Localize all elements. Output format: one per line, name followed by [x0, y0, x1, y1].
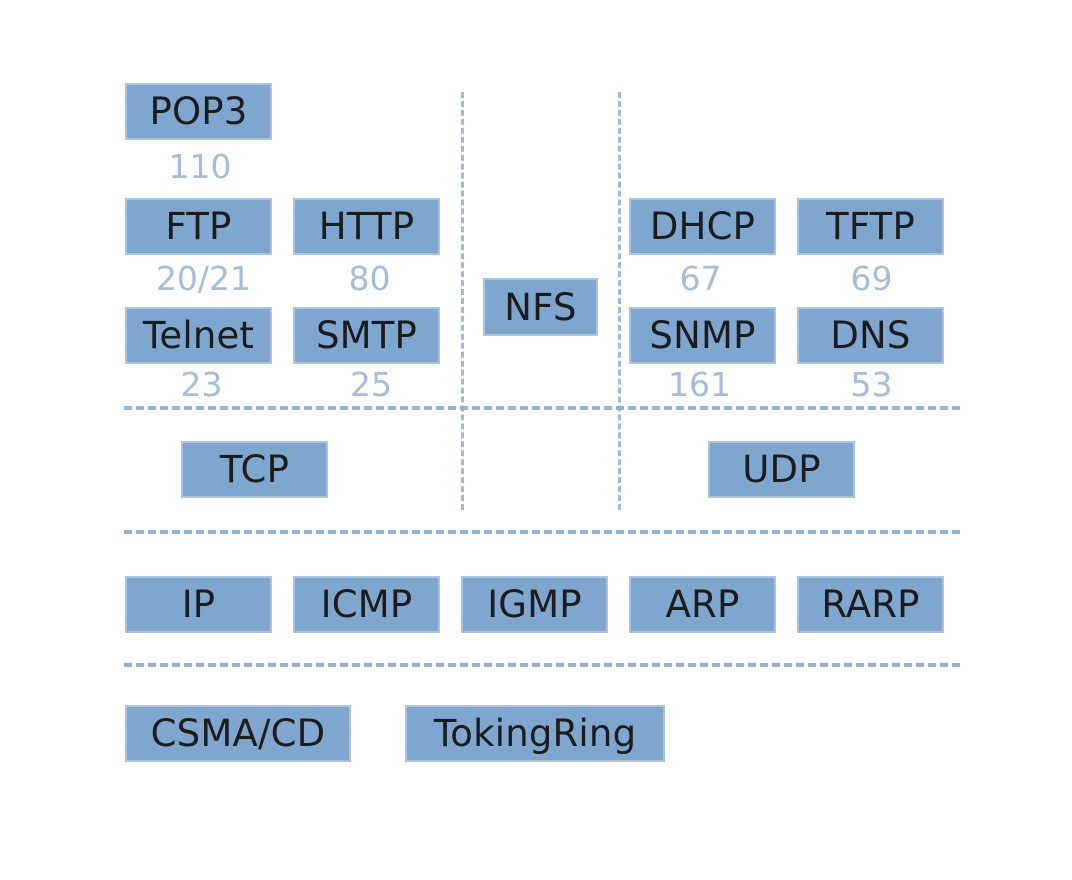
vertical-divider-left [461, 92, 464, 510]
dhcp-label: DHCP [649, 205, 756, 248]
snmp-box: SNMP [629, 307, 776, 364]
snmp-port: 161 [668, 365, 731, 404]
dhcp-box: DHCP [629, 198, 776, 255]
ip-label: IP [181, 583, 216, 626]
ftp-port: 20/21 [155, 259, 252, 298]
icmp-box: ICMP [293, 576, 440, 633]
rarp-box: RARP [797, 576, 944, 633]
csma-cd-label: CSMA/CD [150, 712, 326, 755]
telnet-port: 23 [180, 365, 223, 404]
dns-box: DNS [797, 307, 944, 364]
tftp-label: TFTP [826, 205, 915, 248]
igmp-box: IGMP [461, 576, 608, 633]
ip-box: IP [125, 576, 272, 633]
tftp-port: 69 [850, 259, 893, 298]
divider-application-transport [124, 406, 960, 410]
vertical-divider-right [618, 92, 621, 510]
token-ring-box: TokingRing [405, 705, 665, 762]
pop3-box: POP3 [125, 83, 272, 140]
arp-label: ARP [665, 583, 740, 626]
pop3-port: 110 [168, 147, 232, 186]
udp-box: UDP [708, 441, 855, 498]
arp-box: ARP [629, 576, 776, 633]
udp-label: UDP [742, 448, 821, 491]
csma-cd-box: CSMA/CD [125, 705, 351, 762]
tcp-box: TCP [181, 441, 328, 498]
snmp-label: SNMP [649, 314, 756, 357]
telnet-box: Telnet [125, 307, 272, 364]
telnet-label: Telnet [142, 314, 255, 357]
dhcp-port: 67 [679, 259, 722, 298]
smtp-label: SMTP [315, 314, 418, 357]
token-ring-label: TokingRing [433, 712, 637, 755]
dns-label: DNS [830, 314, 911, 357]
nfs-label: NFS [504, 285, 577, 329]
igmp-label: IGMP [487, 583, 582, 626]
smtp-port: 25 [350, 365, 392, 404]
smtp-box: SMTP [293, 307, 440, 364]
dns-port: 53 [850, 365, 893, 404]
divider-network-link [124, 663, 960, 667]
icmp-label: ICMP [320, 583, 413, 626]
tftp-box: TFTP [797, 198, 944, 255]
divider-transport-network [124, 530, 960, 534]
pop3-label: POP3 [149, 90, 248, 133]
nfs-box: NFS [483, 278, 598, 336]
http-box: HTTP [293, 198, 440, 255]
tcp-label: TCP [219, 448, 290, 491]
http-label: HTTP [318, 205, 415, 248]
rarp-label: RARP [821, 583, 920, 626]
http-port: 80 [348, 259, 391, 298]
ftp-label: FTP [165, 205, 232, 248]
ftp-box: FTP [125, 198, 272, 255]
